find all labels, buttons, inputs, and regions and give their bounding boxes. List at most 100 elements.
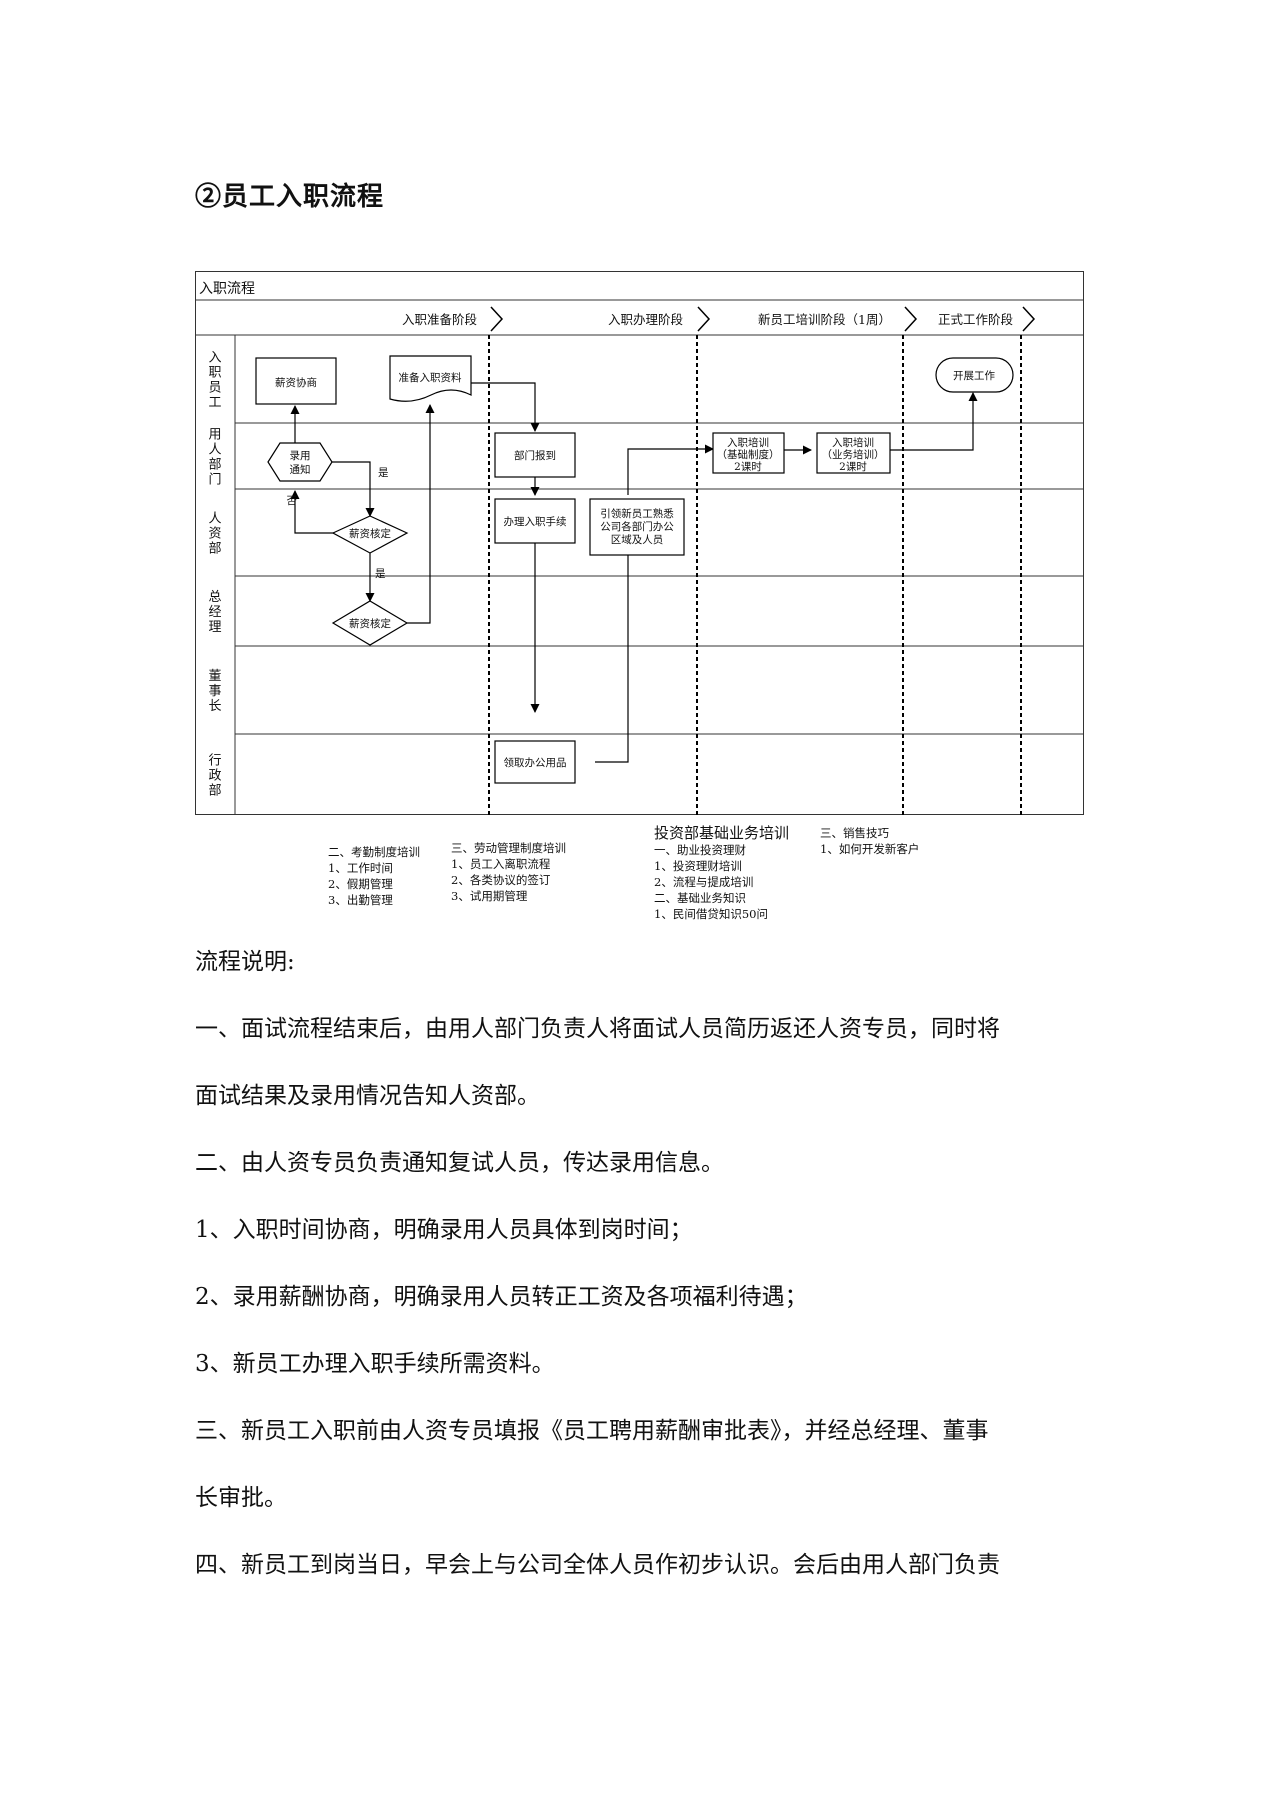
note-line: 2、假期管理	[328, 877, 393, 891]
node-label: 部门报到	[514, 449, 556, 462]
node-onboarding-procedures	[494, 498, 576, 544]
notes-sales-skills: 三、销售技巧 1、如何开发新客户	[820, 825, 919, 857]
node-label: 开展工作	[953, 370, 995, 382]
page-heading: ②员工入职流程	[195, 182, 385, 212]
description-line: 2、录用薪酬协商，明确录用人员转正工资及各项福利待遇；	[195, 1284, 808, 1310]
description-line: 1、入职时间协商，明确录用人员具体到岗时间；	[195, 1217, 693, 1243]
node-label: 入职培训	[727, 436, 769, 449]
description-line: 长审批。	[195, 1485, 287, 1511]
lane-label-char: 入	[208, 351, 221, 366]
node-salary-negotiation	[255, 357, 337, 405]
note-line: 1、民间借贷知识50问	[654, 907, 768, 921]
node-training-basic	[712, 432, 785, 474]
node-guide-new-staff	[589, 498, 685, 556]
notes-labor-management-training: 三、劳动管理制度培训 1、员工入离职流程 2、各类协议的签订 3、试用期管理	[451, 840, 566, 904]
lane-label-char: 经	[208, 605, 221, 620]
notes-investment-training: 投资部基础业务培训 一、助业投资理财 1、投资理财培训 2、流程与提成培训 二、…	[654, 824, 789, 922]
node-label: 2课时	[734, 461, 762, 473]
lane-label-char: 部	[208, 784, 221, 799]
edge-docs-to-dept-report	[465, 382, 540, 432]
node-start-work-terminal	[935, 357, 1014, 393]
description-line: 三、新员工入职前由人资专员填报《员工聘用薪酬审批表》，并经总经理、董事	[195, 1418, 989, 1444]
lane-label-char: 员	[208, 381, 221, 396]
note-line: 1、员工入离职流程	[451, 857, 551, 871]
node-label: 领取办公用品	[504, 756, 567, 769]
node-label: 录用	[290, 450, 311, 462]
node-office-supplies	[494, 740, 576, 784]
phase-chevron	[697, 306, 711, 332]
node-label: 薪资核定	[349, 617, 391, 630]
phase-label-processing: 入职办理阶段	[608, 312, 683, 327]
lane-label-char: 长	[208, 699, 221, 714]
note-line: 1、工作时间	[328, 861, 393, 875]
note-line: 二、考勤制度培训	[328, 845, 420, 859]
lane-label-char: 理	[208, 620, 221, 635]
node-label: 通知	[290, 463, 311, 476]
edge-training-to-start-work	[890, 392, 978, 451]
phase-label-preparation: 入职准备阶段	[402, 312, 477, 327]
note-line: 2、流程与提成培训	[654, 875, 754, 889]
note-line: 1、投资理财培训	[654, 859, 742, 873]
note-line: 三、销售技巧	[820, 826, 889, 840]
node-label: 引领新员工熟悉	[600, 507, 674, 520]
node-salary-check-chairman	[331, 600, 409, 646]
node-hire-notice-prep	[267, 442, 333, 482]
lane-label-char: 总	[208, 590, 221, 605]
node-label: 入职培训	[832, 436, 874, 449]
node-label: 公司各部门办公	[600, 520, 674, 533]
description-line: 面试结果及录用情况告知人资部。	[195, 1083, 540, 1109]
phase-label-formal-work: 正式工作阶段	[938, 312, 1013, 327]
phase-label-training: 新员工培训阶段（1周）	[758, 312, 891, 327]
description-line: 3、新员工办理入职手续所需资料。	[195, 1351, 555, 1377]
node-label: （业务培训）	[822, 448, 885, 461]
node-prepare-docs-document	[389, 355, 472, 402]
lane-label-char: 部	[208, 542, 221, 557]
lane-label-char: 资	[208, 527, 221, 542]
note-line: 2、各类协议的签订	[451, 873, 551, 887]
edge-label-no: 否	[287, 495, 298, 507]
edge-supplies-to-guide	[595, 532, 633, 763]
lane-label-char: 职	[208, 366, 221, 381]
node-label: （基础制度）	[717, 448, 780, 461]
description-line: 二、由人资专员负责通知复试人员，传达录用信息。	[195, 1150, 724, 1176]
node-salary-check-gm	[331, 515, 409, 554]
lane-label-char: 人	[208, 512, 221, 527]
note-title: 投资部基础业务培训	[654, 824, 790, 842]
lane-label-char: 行	[208, 754, 221, 769]
node-label: 区域及人员	[611, 533, 664, 546]
edge-gm-check-rejected	[290, 490, 335, 534]
flowchart-frame	[195, 271, 1084, 815]
flowchart-title: 入职流程	[199, 281, 255, 297]
note-line: 一、助业投资理财	[654, 843, 746, 857]
edge-label-yes: 是	[378, 467, 389, 479]
phase-chevron	[1022, 306, 1036, 332]
lane-label-char: 部	[208, 458, 221, 473]
edge-label-yes: 是	[375, 568, 386, 580]
edge-chairman-to-prepare-docs	[407, 404, 435, 624]
onboarding-flowchart: 入职流程 入职准备阶段 入职办理阶段 新员工培训阶段（1周） 正式工作阶段 入职…	[195, 271, 1084, 815]
edge-notice-to-gm-check	[332, 461, 375, 517]
edge-guide-to-basic-training	[627, 444, 714, 495]
lane-label-char: 董	[208, 669, 221, 684]
notes-attendance-training: 二、考勤制度培训 1、工作时间 2、假期管理 3、出勤管理	[328, 844, 420, 908]
node-label: 2课时	[839, 461, 867, 473]
lane-label-char: 门	[208, 473, 221, 488]
phase-chevron	[490, 306, 504, 332]
description-line: 一、面试流程结束后，由用人部门负责人将面试人员简历返还人资专员，同时将	[195, 1016, 1000, 1042]
description-line: 四、新员工到岗当日，早会上与公司全体人员作初步认识。会后由用人部门负责	[195, 1552, 1000, 1578]
node-dept-report	[494, 432, 576, 478]
lane-label-char: 政	[208, 769, 221, 784]
note-line: 3、试用期管理	[451, 889, 528, 903]
lane-label-char: 人	[208, 443, 221, 458]
process-description: 流程说明: 一、面试流程结束后，由用人部门负责人将面试人员简历返还人资专员，同时…	[195, 940, 1095, 1610]
lane-label-char: 工	[208, 396, 221, 411]
node-training-business	[816, 432, 891, 474]
note-line: 3、出勤管理	[328, 893, 393, 907]
node-label: 准备入职资料	[399, 371, 462, 384]
node-label: 薪资核定	[349, 527, 391, 540]
description-line: 流程说明:	[195, 949, 295, 975]
lane-label-char: 事	[208, 684, 221, 699]
phase-chevron	[904, 306, 918, 332]
note-line: 二、基础业务知识	[654, 891, 746, 905]
lane-label-char: 用	[208, 428, 221, 443]
